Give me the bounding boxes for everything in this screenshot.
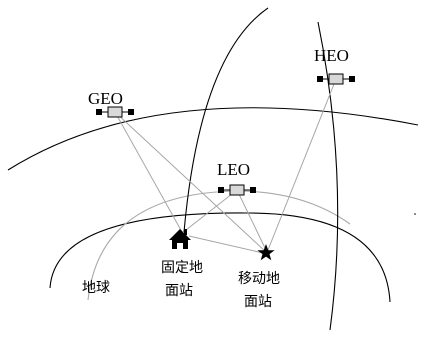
heo-orbit-right	[317, 21, 339, 331]
leo-satellite	[218, 184, 256, 196]
house-icon	[169, 229, 191, 249]
heo-satellite	[317, 73, 355, 85]
link-fixed-mobile	[188, 235, 264, 254]
star-icon	[257, 244, 275, 261]
solar-panel-left	[218, 187, 224, 193]
geo-orbit	[7, 107, 419, 171]
satellite-body	[107, 106, 123, 118]
link-leo-mobile	[236, 189, 267, 251]
link-geo-fixed	[114, 111, 183, 233]
heo-orbit-left	[183, 7, 269, 233]
earth-label: 地球	[82, 280, 110, 296]
mobile-station-label-line2: 面站	[244, 294, 272, 310]
solar-panel-right	[250, 187, 256, 193]
earth-surface	[49, 212, 391, 303]
solar-panel-left	[317, 76, 323, 82]
satellite-body	[328, 73, 344, 85]
link-heo-mobile	[267, 78, 337, 251]
solar-panel-right	[128, 109, 134, 115]
link-leo-fixed	[185, 189, 238, 231]
leo-label: LEO	[217, 160, 250, 179]
solar-panel-left	[96, 109, 102, 115]
solar-panel-right	[349, 76, 355, 82]
fixed-station-label-line2: 面站	[165, 283, 193, 299]
satellite-body	[229, 184, 245, 196]
heo-label: HEO	[314, 46, 349, 65]
fixed-station-label-line1: 固定地	[161, 260, 203, 276]
communication-links	[114, 78, 337, 254]
geo-label: GEO	[88, 89, 123, 108]
leo-orbit	[87, 190, 351, 301]
mobile-station-label-line1: 移动地	[238, 271, 280, 287]
stray-dot	[414, 213, 416, 215]
geo-satellite	[96, 106, 134, 118]
link-geo-mobile	[114, 111, 267, 253]
